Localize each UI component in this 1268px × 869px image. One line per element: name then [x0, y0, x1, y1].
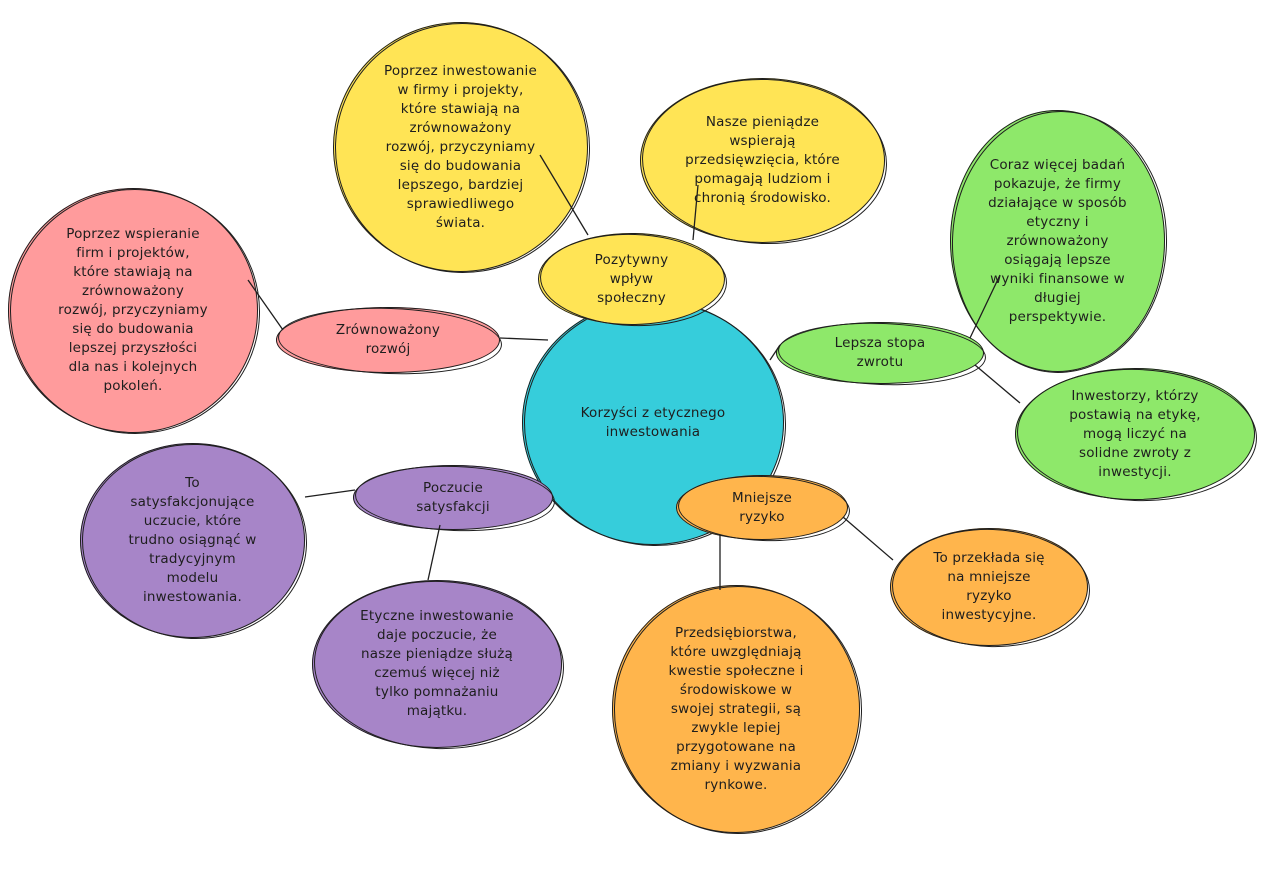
sustainable-detail-text: Poprzez wspieranie firm i projektów, któ…: [58, 226, 208, 394]
social-detail-node-2[interactable]: Nasze pieniądze wspierają przedsięwzięci…: [639, 74, 890, 249]
branch-node-better-return[interactable]: Lepsza stopa zwrotu: [776, 319, 988, 389]
returns-detail-text-1: Coraz więcej badań pokazuje, że firmy dz…: [988, 156, 1127, 325]
satisfaction-detail-node-2[interactable]: Etyczne inwestowanie daje poczucie, że n…: [311, 576, 567, 754]
returns-detail-node-1[interactable]: Coraz więcej badań pokazuje, że firmy dz…: [947, 107, 1172, 377]
satisfaction-detail-text-2: Etyczne inwestowanie daje poczucie, że n…: [360, 608, 514, 719]
risk-detail-text-2: Przedsiębiorstwa, które uwzględniają kwe…: [668, 624, 804, 793]
branch-node-sustainable-development[interactable]: Zrównoważony rozwój: [276, 304, 504, 378]
social-detail-text-2: Nasze pieniądze wspierają przedsięwzięci…: [685, 114, 840, 206]
edge-risk-detail-1: [842, 516, 894, 561]
branch-node-sense-of-satisfaction[interactable]: Poczucie satysfakcji: [353, 462, 557, 535]
branch-label-social-impact: Pozytywny wpływ społeczny: [594, 251, 669, 306]
sustainable-detail-node[interactable]: Poprzez wspieranie firm i projektów, któ…: [5, 184, 265, 439]
branch-label-lower-risk: Mniejsze ryzyko: [731, 489, 793, 525]
risk-detail-node-1[interactable]: To przekłada się na mniejsze ryzyko inwe…: [890, 525, 1092, 651]
central-topic-label: Korzyści z etycznego inwestowania: [580, 404, 726, 440]
social-detail-text-1: Poprzez inwestowanie w firmy i projekty,…: [384, 62, 537, 231]
satisfaction-detail-text-1: To satysfakcjonujące uczucie, które trud…: [128, 475, 257, 605]
branch-label-sense-of-satisfaction: Poczucie satysfakcji: [416, 479, 490, 515]
risk-detail-text-1: To przekłada się na mniejsze ryzyko inwe…: [933, 550, 1045, 623]
branch-node-social-impact[interactable]: Pozytywny wpływ społeczny: [538, 230, 729, 330]
edge-satisfaction-detail-2: [427, 524, 441, 581]
branch-label-sustainable-development: Zrównoważony rozwój: [335, 322, 441, 357]
satisfaction-detail-node-1[interactable]: To satysfakcjonujące uczucie, które trud…: [78, 440, 311, 643]
branch-label-better-return: Lepsza stopa zwrotu: [834, 335, 926, 370]
returns-detail-node-2[interactable]: Inwestorzy, którzy postawią na etykę, mo…: [1014, 364, 1260, 506]
risk-detail-node-2[interactable]: Przedsiębiorstwa, które uwzględniają kwe…: [609, 581, 867, 839]
returns-detail-text-2: Inwestorzy, którzy postawią na etykę, mo…: [1069, 387, 1201, 480]
edge-satisfaction-detail-1: [304, 489, 356, 498]
branch-node-lower-risk[interactable]: Mniejsze ryzyko: [676, 473, 852, 544]
